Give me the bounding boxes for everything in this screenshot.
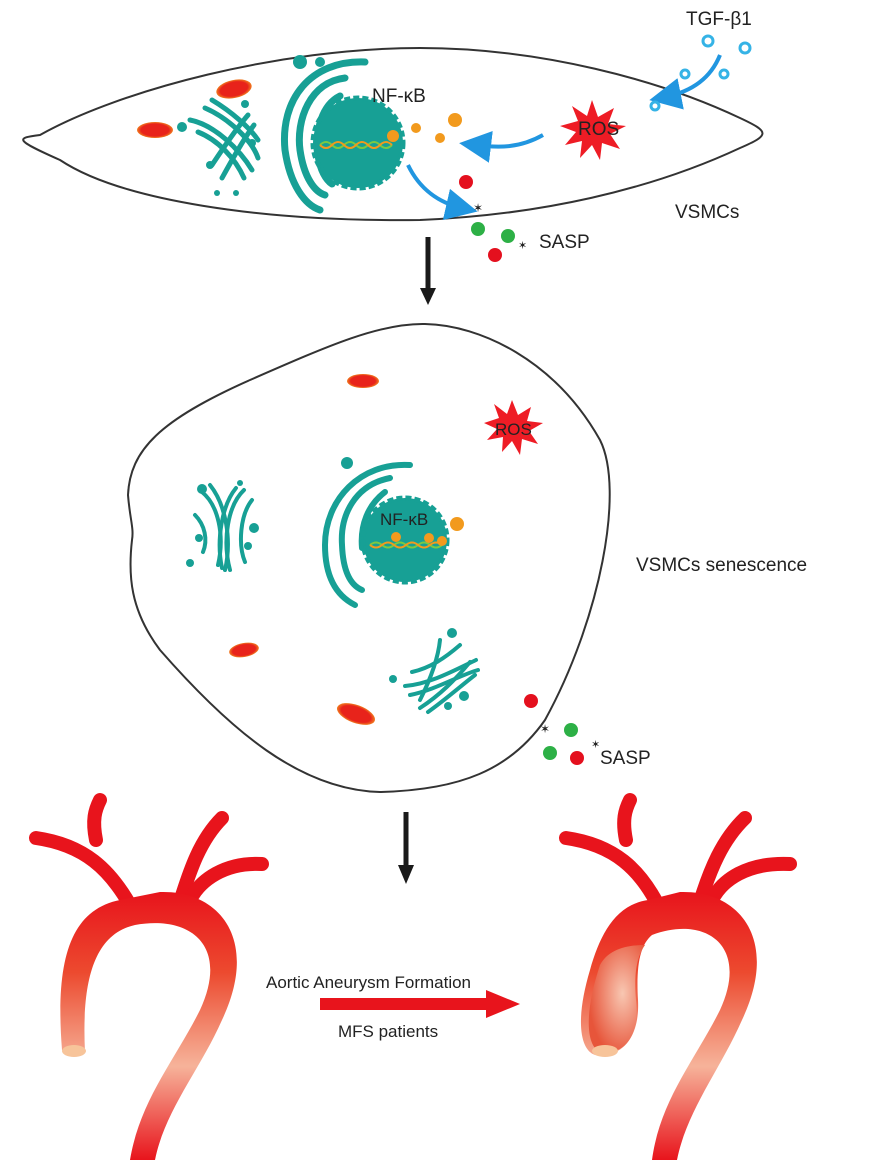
sasp-molecule-green (564, 723, 578, 737)
nfkb-to-sasp-arrow (406, 164, 478, 221)
nfkb-molecule (448, 113, 462, 127)
sasp-molecule-green (543, 746, 557, 760)
endoplasmic-reticulum-icon (321, 457, 413, 608)
nucleus-icon (360, 495, 450, 585)
ros-star-icon (484, 400, 543, 455)
nfkb-molecule (437, 536, 447, 546)
vsmc-senescence-label: VSMCs senescence (636, 555, 807, 576)
panel-vsmc: NF-κB ROS TGF-β1 ✶ ✶ SASP VSMCs (22, 9, 764, 262)
dna-helix-icon (319, 141, 393, 149)
mitochondrion-icon (137, 122, 173, 138)
sasp-star-icon: ✶ (591, 739, 600, 751)
senescent-cell-membrane (126, 322, 611, 794)
tgf-to-ros-arrow (649, 54, 722, 110)
mitochondrion-icon (336, 703, 376, 725)
sasp-molecule-red (459, 175, 473, 189)
sasp-molecule-green (471, 222, 485, 236)
nfkb-molecule (411, 123, 421, 133)
mitochondrion-icon (347, 374, 379, 388)
sasp-molecule-red (524, 694, 538, 708)
dna-helix-icon (369, 541, 443, 549)
nfkb-molecule (391, 532, 401, 542)
aortic-aneurysm-formation-label: Aortic Aneurysm Formation (266, 973, 471, 992)
tgf-beta1-molecules (649, 34, 752, 112)
sasp-label: SASP (600, 748, 651, 769)
nfkb-molecule (387, 130, 399, 142)
nfkb-label: NF-κB (380, 510, 428, 529)
flow-arrow-down (420, 237, 436, 305)
nfkb-molecule (450, 517, 464, 531)
normal-aorta-illustration (29, 793, 269, 1160)
sasp-molecule-green (501, 229, 515, 243)
nfkb-molecule (424, 533, 434, 543)
mitochondrion-icon (216, 79, 252, 99)
flow-arrow-down (398, 812, 414, 884)
nfkb-molecule (435, 133, 445, 143)
ros-star-icon (560, 100, 626, 160)
ros-to-nfkb-arrow (459, 131, 544, 163)
golgi-apparatus-icon (186, 480, 259, 572)
sasp-star-icon: ✶ (518, 240, 527, 252)
vsmc-cell-membrane (22, 46, 764, 222)
panel-vsmc-senescence: ROS NF-κB (126, 322, 807, 794)
sasp-molecule-red (570, 751, 584, 765)
sasp-star-icon: ✶ (473, 201, 483, 215)
sasp-molecule-red (488, 248, 502, 262)
nfkb-label: NF-κB (372, 86, 426, 107)
vsmc-label: VSMCs (675, 202, 739, 223)
ros-label: ROS (578, 119, 619, 140)
ros-label: ROS (495, 420, 532, 439)
sasp-label: SASP (539, 232, 590, 253)
golgi-apparatus-icon (177, 97, 261, 196)
mitochondrion-icon (229, 642, 259, 658)
sasp-star-icon: ✶ (540, 722, 550, 736)
aneurysm-progression-arrow (320, 990, 520, 1018)
golgi-apparatus-icon (389, 628, 480, 714)
mfs-patients-label: MFS patients (338, 1022, 438, 1041)
aneurysm-aorta-illustration (559, 793, 797, 1160)
tgf-beta1-label: TGF-β1 (686, 9, 752, 30)
